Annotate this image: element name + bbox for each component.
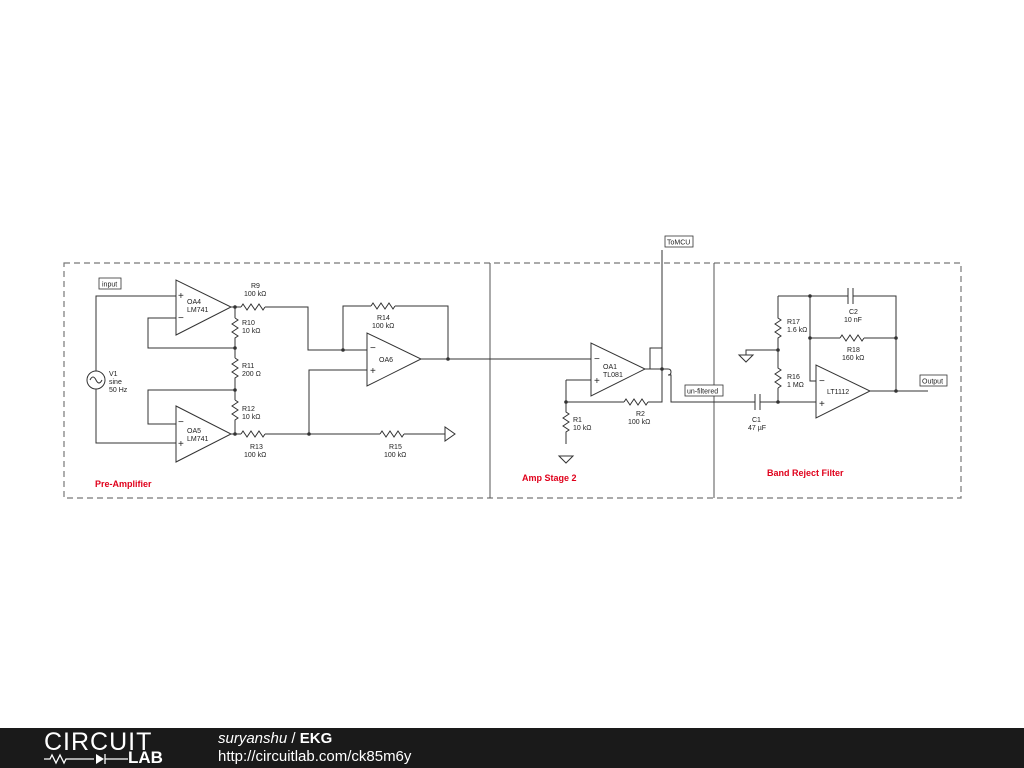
svg-text:R17: R17 — [787, 319, 800, 326]
section-label-preamp: Pre-Amplifier — [95, 479, 152, 489]
svg-text:R15: R15 — [389, 444, 402, 451]
svg-text:−: − — [594, 354, 600, 365]
svg-text:input: input — [102, 282, 117, 289]
resistor-r11 — [231, 357, 239, 388]
output-tag: Output — [919, 374, 948, 387]
svg-text:−: − — [178, 417, 184, 428]
svg-text:sine: sine — [109, 379, 122, 386]
resistor-r15 — [379, 430, 405, 438]
svg-text:LM741: LM741 — [187, 436, 209, 443]
resistor-r13 — [240, 430, 266, 438]
svg-text:+: + — [178, 291, 184, 302]
svg-text:100 kΩ: 100 kΩ — [244, 452, 266, 459]
resistor-r14 — [370, 302, 396, 310]
svg-text:+: + — [819, 399, 825, 410]
resistor-r9 — [240, 303, 266, 311]
resistor-r1 — [562, 402, 570, 444]
section-label-filter: Band Reject Filter — [767, 468, 844, 478]
unfiltered-tag: un-filtered — [684, 384, 724, 397]
author-name[interactable]: suryanshu — [218, 730, 288, 747]
svg-text:C2: C2 — [849, 309, 858, 316]
wire-v1-bottom — [95, 389, 176, 444]
resistor-r18 — [839, 334, 865, 342]
svg-text:R11: R11 — [242, 363, 254, 370]
svg-text:+: + — [370, 366, 376, 377]
opamp-oa5: − + OA5 LM741 — [175, 405, 233, 463]
resistor-r10 — [231, 317, 239, 346]
circuitlab-logo-sub: LAB — [128, 748, 163, 767]
svg-text:+: + — [178, 439, 184, 450]
svg-text:R16: R16 — [787, 374, 800, 381]
svg-text:10 kΩ: 10 kΩ — [242, 328, 260, 335]
circuit-url[interactable]: http://circuitlab.com/ck85m6y — [218, 748, 412, 765]
circuit-schematic: Pre-Amplifier Amp Stage 2 Band Reject Fi… — [63, 235, 962, 499]
svg-text:OA5: OA5 — [187, 428, 201, 435]
svg-text:R13: R13 — [250, 444, 263, 451]
separator: / — [287, 730, 300, 747]
svg-text:50 Hz: 50 Hz — [109, 387, 128, 394]
svg-text:OA1: OA1 — [603, 364, 617, 371]
svg-text:R14: R14 — [377, 315, 390, 322]
svg-text:OA6: OA6 — [379, 357, 393, 364]
svg-text:−: − — [370, 343, 376, 354]
svg-text:100 kΩ: 100 kΩ — [372, 323, 394, 330]
opamp-oa6: − + OA6 — [366, 332, 423, 387]
svg-text:100 kΩ: 100 kΩ — [244, 291, 266, 298]
svg-text:−: − — [178, 313, 184, 324]
resistor-r12 — [231, 399, 239, 428]
wire-v1-top — [95, 295, 176, 371]
svg-text:R12: R12 — [242, 406, 255, 413]
opamp-oa1: − + OA1 TL081 — [590, 342, 647, 397]
svg-text:V1: V1 — [109, 371, 118, 378]
svg-text:200 Ω: 200 Ω — [242, 371, 261, 378]
svg-text:R18: R18 — [847, 347, 860, 354]
opamp-oa4: + − OA4 LM741 — [175, 279, 233, 336]
capacitor-c2 — [847, 288, 854, 304]
svg-text:LM741: LM741 — [187, 307, 209, 314]
svg-text:Output: Output — [922, 379, 943, 386]
svg-text:100 kΩ: 100 kΩ — [628, 419, 650, 426]
svg-text:100 kΩ: 100 kΩ — [384, 452, 406, 459]
resistor-r16 — [774, 350, 782, 389]
svg-text:un-filtered: un-filtered — [687, 389, 718, 396]
ground-arrow — [444, 426, 456, 442]
resistor-r2 — [623, 398, 649, 406]
input-tag: input — [98, 277, 122, 290]
svg-text:TL081: TL081 — [603, 372, 623, 379]
svg-text:1.6 kΩ: 1.6 kΩ — [787, 327, 807, 334]
schematic-frame — [63, 262, 962, 499]
diode-logo-icon — [44, 753, 128, 765]
circuitlab-logo-word: CIRCUIT — [44, 728, 153, 756]
resistor-r17 — [774, 296, 782, 350]
capacitor-c1 — [754, 394, 761, 410]
svg-text:R9: R9 — [251, 283, 260, 290]
svg-text:47 µF: 47 µF — [748, 425, 766, 432]
svg-text:+: + — [594, 376, 600, 387]
svg-text:ToMCU: ToMCU — [667, 240, 690, 247]
ground-symbol-filter — [737, 354, 755, 363]
svg-text:R1: R1 — [573, 417, 582, 424]
circuit-title[interactable]: EKG — [299, 730, 333, 747]
svg-text:1 MΩ: 1 MΩ — [787, 382, 804, 389]
svg-text:OA4: OA4 — [187, 299, 201, 306]
author-title-line: suryanshu / EKG — [218, 730, 332, 747]
svg-text:C1: C1 — [752, 417, 761, 424]
svg-text:R2: R2 — [636, 411, 645, 418]
svg-text:LT1112: LT1112 — [827, 389, 849, 396]
svg-text:10 nF: 10 nF — [844, 317, 862, 324]
svg-text:160 kΩ: 160 kΩ — [842, 355, 864, 362]
v1-source: V1 sine 50 Hz — [86, 370, 128, 394]
section-label-stage2: Amp Stage 2 — [522, 473, 577, 483]
opamp-lt1112: − + LT1112 — [815, 364, 872, 419]
tomcu-tag: ToMCU — [664, 235, 694, 248]
svg-text:10 kΩ: 10 kΩ — [242, 414, 260, 421]
svg-text:−: − — [819, 376, 825, 387]
svg-text:R10: R10 — [242, 320, 255, 327]
footer-bar: CIRCUIT LAB suryanshu / EKG http://circu… — [0, 728, 1024, 768]
ground-symbol-r1 — [557, 455, 575, 464]
svg-text:10 kΩ: 10 kΩ — [573, 425, 591, 432]
